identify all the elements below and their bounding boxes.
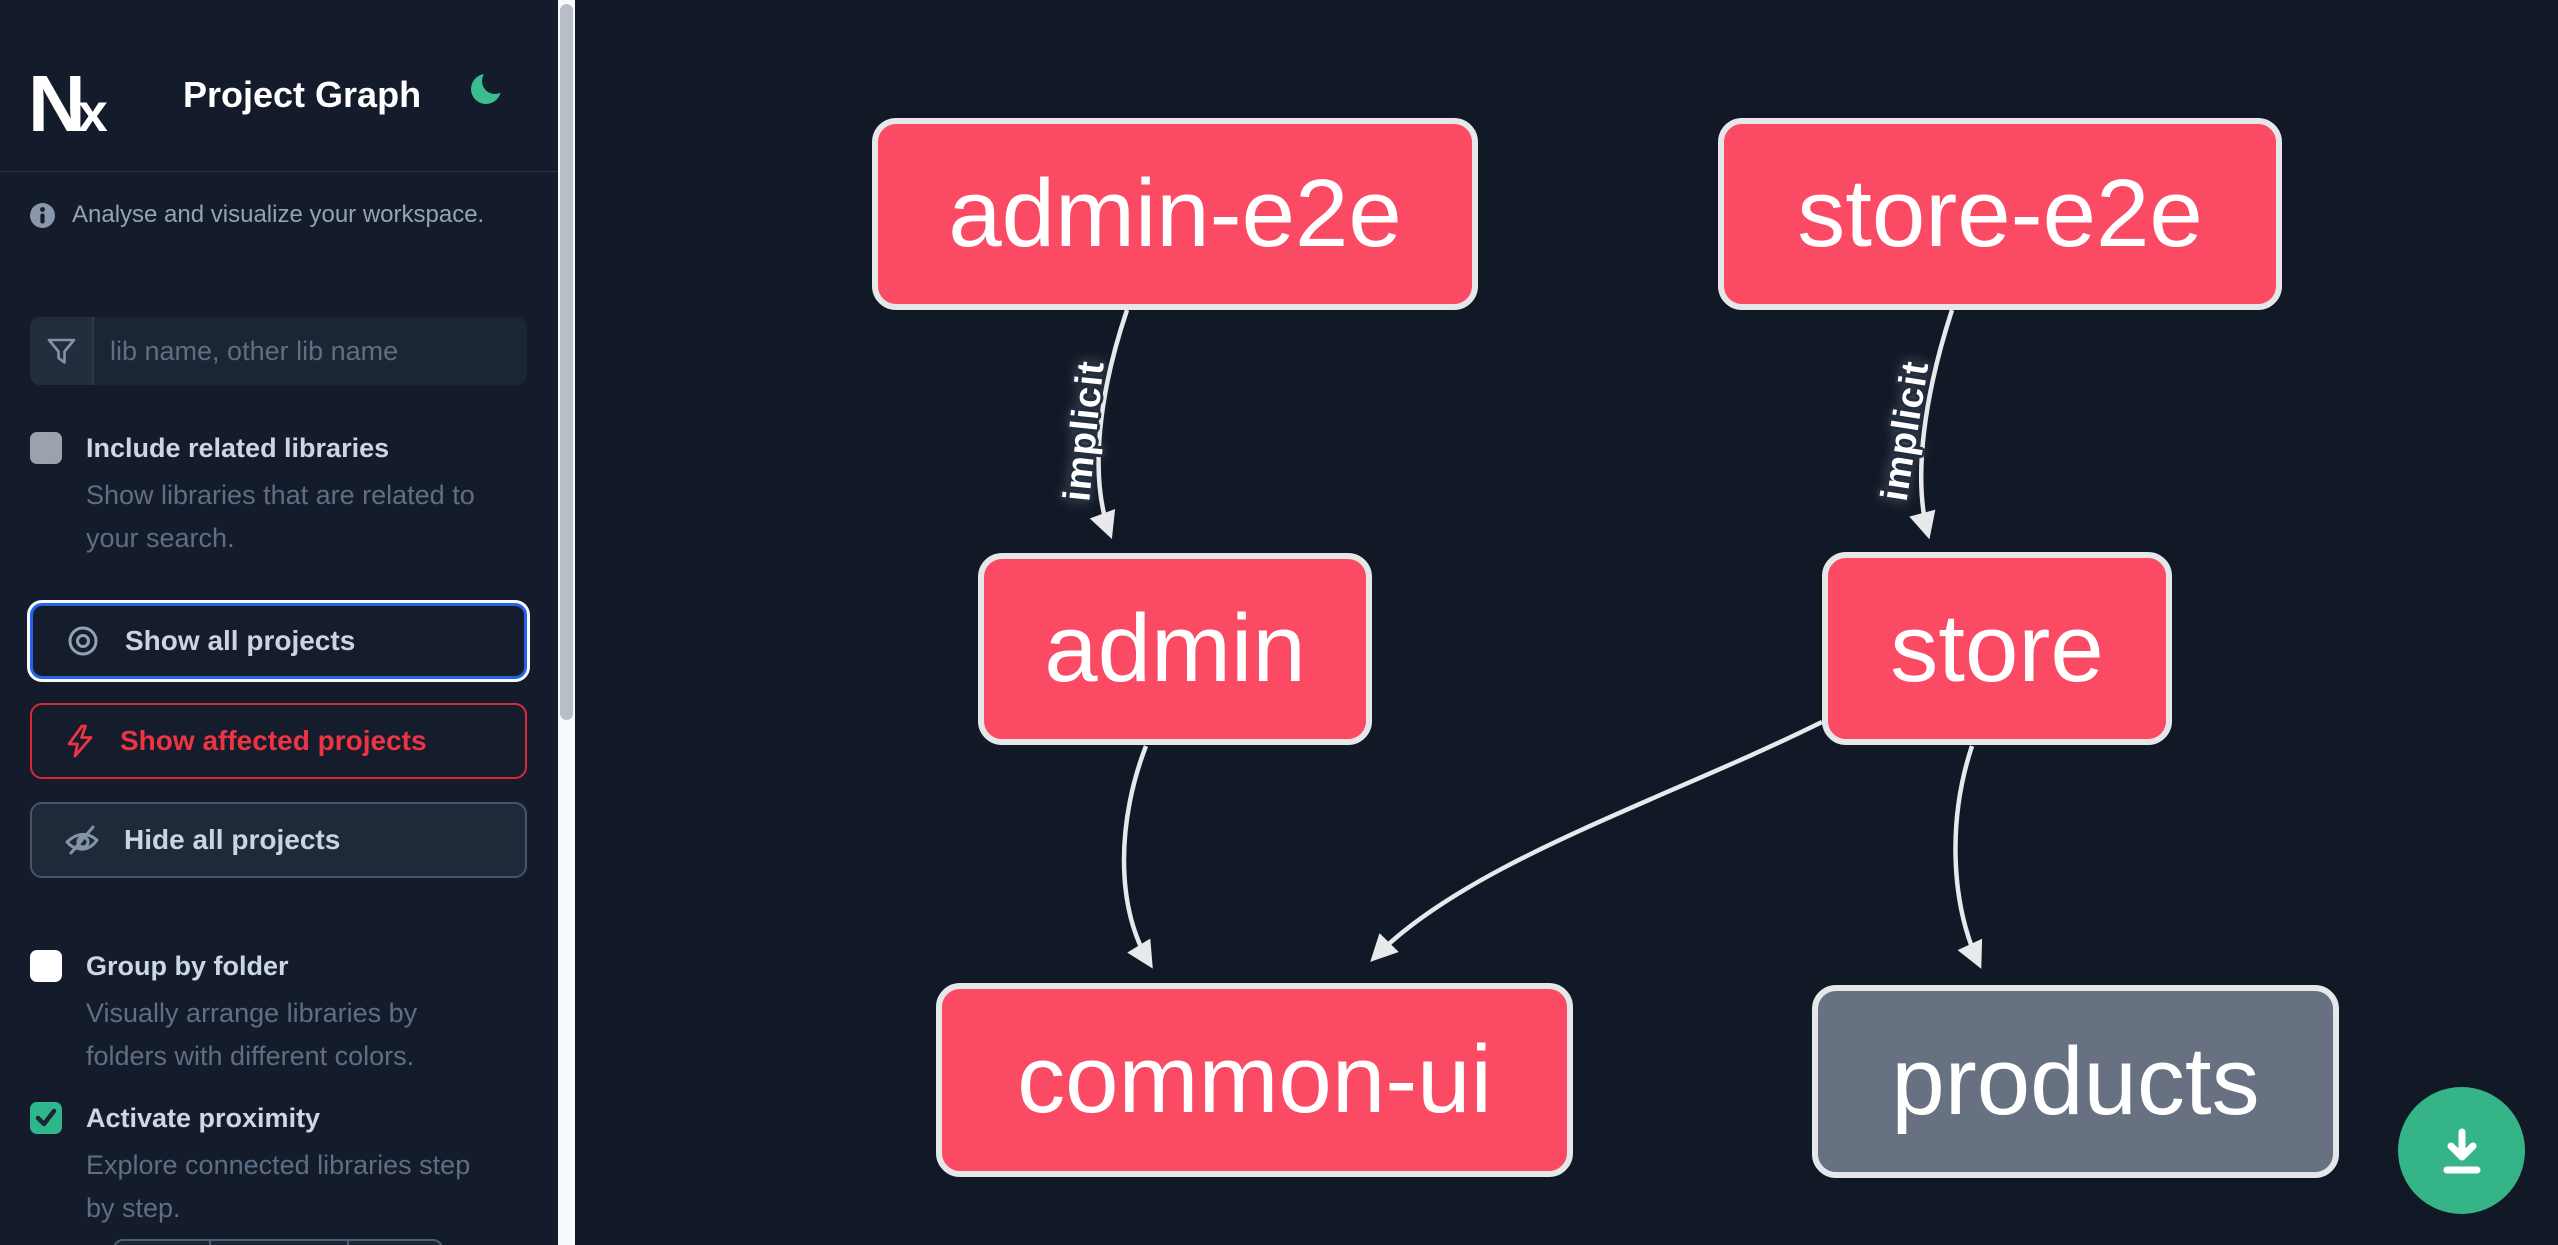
graph-node-admin-e2e[interactable]: admin-e2e: [872, 118, 1478, 310]
show-all-projects-button[interactable]: Show all projects: [30, 603, 527, 679]
edge-admin-common-ui: [1121, 745, 1153, 969]
graph-node-admin[interactable]: admin: [978, 553, 1372, 745]
graph-node-store[interactable]: store: [1822, 552, 2172, 745]
toggle-label: Group by folder: [86, 951, 289, 981]
eye-off-icon: [62, 822, 102, 858]
nx-logo-n: N: [28, 59, 86, 148]
sidebar-header: Nx Project Graph: [0, 0, 558, 172]
hide-all-projects-button[interactable]: Hide all projects: [30, 802, 527, 878]
proximity-stepper[interactable]: [113, 1239, 443, 1245]
nx-logo[interactable]: Nx: [28, 58, 108, 150]
sidebar-scrollbar-thumb[interactable]: [560, 4, 573, 720]
edge-store-common-ui: [1370, 719, 1823, 962]
edge-store-e2e-store: [1909, 309, 1955, 540]
theme-toggle-button[interactable]: [469, 68, 508, 107]
nx-logo-x: x: [77, 83, 108, 143]
graph-node-products[interactable]: products: [1812, 985, 2339, 1178]
edge-admin-e2e-admin: [1089, 309, 1130, 540]
download-graph-button[interactable]: [2398, 1087, 2525, 1214]
filter-funnel-icon: [47, 338, 75, 364]
bolt-icon: [62, 723, 98, 759]
graph-node-store-e2e[interactable]: store-e2e: [1718, 118, 2282, 310]
toggle-activate-proximity: Activate proximity Explore connected lib…: [30, 1100, 546, 1230]
toggle-description: Visually arrange libraries by folders wi…: [86, 998, 418, 1071]
search-input[interactable]: [94, 317, 527, 385]
search-box: [30, 317, 527, 385]
stepper-value: [211, 1241, 349, 1245]
checkmark-icon: [35, 1108, 57, 1127]
sidebar: Nx Project Graph Analyse and visualize y…: [0, 0, 558, 1245]
group-by-folder-checkbox[interactable]: [30, 950, 62, 982]
show-affected-projects-button[interactable]: Show affected projects: [30, 703, 527, 779]
stepper-increment[interactable]: [349, 1241, 441, 1245]
toggle-description: Show libraries that are related to your …: [86, 480, 475, 553]
info-icon: [30, 202, 55, 228]
download-icon: [2443, 1128, 2480, 1173]
button-label: Hide all projects: [124, 824, 341, 855]
workspace-info-text: Analyse and visualize your workspace.: [72, 201, 485, 228]
edge-store-products: [1953, 745, 1983, 969]
toggle-label: Include related libraries: [86, 433, 390, 463]
sidebar-scrollbar[interactable]: [558, 0, 575, 1245]
include-related-checkbox[interactable]: [30, 432, 62, 464]
graph-node-common-ui[interactable]: common-ui: [936, 983, 1573, 1177]
eye-icon: [63, 624, 103, 658]
search-icon-segment: [30, 317, 94, 385]
moon-icon: [471, 68, 508, 104]
button-label: Show all projects: [125, 625, 356, 656]
page-title: Project Graph: [183, 74, 422, 115]
activate-proximity-checkbox[interactable]: [30, 1102, 62, 1134]
button-label: Show affected projects: [120, 725, 427, 756]
toggle-group-by-folder: Group by folder Visually arrange librari…: [30, 948, 546, 1078]
toggle-include-related: Include related libraries Show libraries…: [30, 430, 546, 560]
stepper-decrement[interactable]: [115, 1241, 212, 1245]
toggle-label: Activate proximity: [86, 1103, 321, 1133]
toggle-description: Explore connected libraries step by step…: [86, 1150, 471, 1223]
workspace-info: Analyse and visualize your workspace.: [30, 201, 484, 229]
